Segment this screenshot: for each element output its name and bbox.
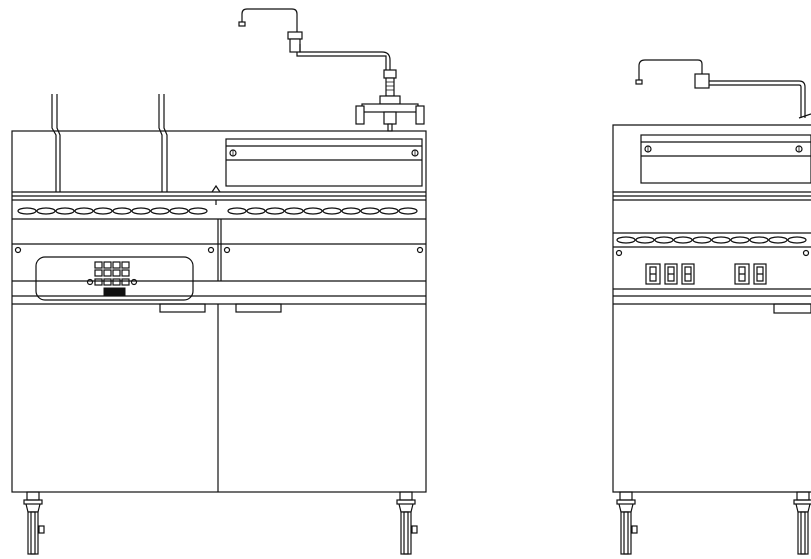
control-panel-right xyxy=(615,249,810,285)
faucet-right xyxy=(635,59,811,119)
unit-left xyxy=(11,8,427,555)
digit-displays xyxy=(645,263,767,285)
faucet-left xyxy=(238,8,425,132)
basket-lift-rods xyxy=(51,94,168,192)
vent-slots-right xyxy=(616,236,807,244)
door-handles-left xyxy=(159,303,282,313)
rear-panel-plate-left xyxy=(225,138,423,187)
door-handle-right xyxy=(773,303,811,314)
rear-panel-plate-right xyxy=(640,134,811,184)
caster-right-1 xyxy=(616,491,638,555)
caster-right-2 xyxy=(793,491,811,555)
control-panel-left xyxy=(12,219,426,301)
cabinet-outline-left xyxy=(11,130,427,493)
caster-left-1 xyxy=(23,491,45,555)
keypad-controller xyxy=(86,261,138,296)
caster-left-2 xyxy=(396,491,418,555)
vent-slots-left xyxy=(17,207,418,215)
cabinet-outline-right xyxy=(612,124,811,493)
unit-right xyxy=(612,59,811,555)
